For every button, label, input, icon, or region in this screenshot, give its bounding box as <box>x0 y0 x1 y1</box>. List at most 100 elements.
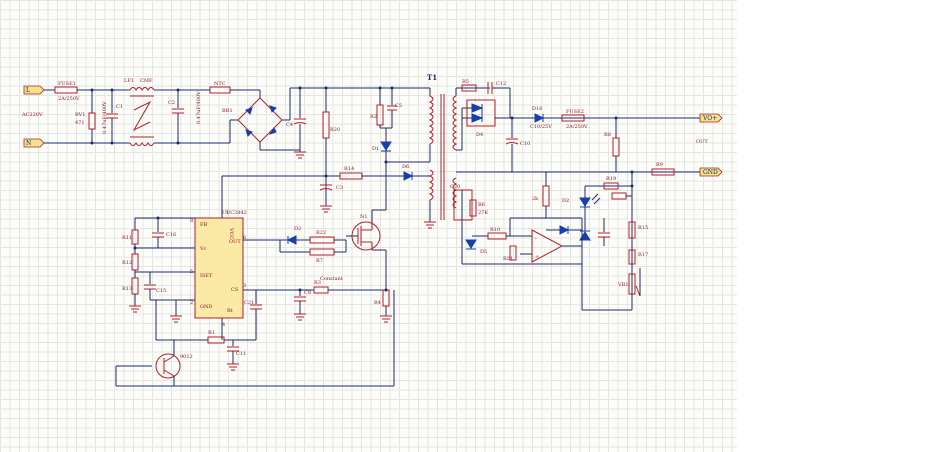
label-rtc: 2k <box>532 196 539 202</box>
label-r3: R3 <box>314 280 321 286</box>
label-r14: R14 <box>344 166 354 172</box>
label-c2-val: 0.47uF/400V <box>196 91 202 124</box>
label-c5: C5 <box>395 103 402 109</box>
pin-4: 4 <box>222 322 225 328</box>
label-fuse2: FUSE2 <box>566 109 584 115</box>
label-r19: R19 <box>606 176 616 182</box>
ac-input-section: L N AC220V FUSE1 2A/250V RV1 471 C1 0.47… <box>21 78 260 148</box>
label-r15: R15 <box>638 225 648 231</box>
ground-symbol <box>294 151 306 159</box>
label-c15: C15 <box>156 288 166 294</box>
label-rv1-val: 471 <box>75 120 85 126</box>
pin-gnd-label: GND <box>200 304 212 310</box>
label-rv1: RV1 <box>75 112 85 118</box>
label-r3-val: Constant <box>320 276 343 282</box>
label-r1: R1 <box>208 330 215 336</box>
pin-cs-label: CS <box>231 287 239 293</box>
label-c10: C10 <box>520 141 530 147</box>
label-d2: D2 <box>294 226 301 232</box>
label-r17: R17 <box>638 252 648 258</box>
pin-2: 2 <box>190 300 193 306</box>
port-n <box>23 138 45 148</box>
label-q2: 9012 <box>180 354 193 360</box>
label-r8: R8 <box>604 132 611 138</box>
label-vr1: VR1 <box>617 282 629 288</box>
pin-rt-label: Rt <box>227 308 233 314</box>
transformer-t1: T1 <box>427 73 458 220</box>
label-c12: C12 <box>496 81 506 87</box>
label-ac-voltage: AC220V <box>21 112 43 118</box>
label-r13: R13 <box>122 286 132 292</box>
label-c20: C20 <box>450 184 460 190</box>
label-gnd-out: GND <box>703 169 718 176</box>
label-r5: R5 <box>462 79 469 85</box>
label-u1-name: UC3842 <box>226 210 247 216</box>
common-mode-choke <box>129 87 155 146</box>
svg-text:-: - <box>535 236 537 242</box>
label-r11: R11 <box>122 235 132 241</box>
label-c8: C8 <box>304 290 311 296</box>
optocoupler-led <box>579 193 601 241</box>
label-cmf: CMF <box>140 78 153 84</box>
pin-3: 3 <box>243 283 246 289</box>
label-d5: D5 <box>480 249 487 255</box>
label-r20: R20 <box>330 127 340 133</box>
label-c10-val: C10/25V <box>530 124 552 130</box>
label-c16: C16 <box>166 232 176 238</box>
label-q1: N1 <box>360 214 368 220</box>
ntc-symbol <box>209 86 231 94</box>
label-vo-plus: VO+ <box>702 115 717 122</box>
label-c11: C11 <box>236 351 246 357</box>
label-r6-val: 27K <box>478 210 488 216</box>
pin-vcc-label: VCC <box>228 227 234 239</box>
label-fuse1-val: 2A/250V <box>58 96 80 102</box>
label-r21: R21 <box>503 256 513 262</box>
label-r10: R10 <box>490 227 500 233</box>
label-br1: BR1 <box>222 108 233 114</box>
label-l: L <box>26 87 30 94</box>
label-r4: R4 <box>374 300 381 306</box>
label-t1: T1 <box>427 73 437 82</box>
label-r12: R12 <box>122 260 132 266</box>
label-r9: R9 <box>656 162 663 168</box>
label-r6: R6 <box>478 202 485 208</box>
label-n: N <box>26 140 31 147</box>
label-r7: R7 <box>316 258 323 264</box>
label-fuse1: FUSE1 <box>58 81 76 87</box>
port-vo-plus <box>699 113 723 123</box>
pwm-controller-ic: U1 UC3842 FB VCC Vc OUT ISET CS GND Rt 8… <box>190 210 247 328</box>
label-out: OUT <box>696 139 708 145</box>
pin-6: 6 <box>243 235 246 241</box>
label-c3: C3 <box>336 185 343 191</box>
label-opto: D2 <box>562 198 569 204</box>
fuse1-symbol <box>54 86 78 94</box>
label-r22: R22 <box>316 230 326 236</box>
varistor-rv1 <box>88 112 96 130</box>
label-c4: C4 <box>286 122 293 128</box>
port-gnd-out <box>699 167 723 177</box>
label-d16: D16 <box>532 106 542 112</box>
label-ntc: NTC <box>214 81 226 87</box>
port-l <box>23 85 45 95</box>
pin-8: 8 <box>190 218 193 224</box>
bridge-rectifier: BR1 <box>222 90 290 150</box>
label-lf1: LF1 <box>124 78 134 84</box>
pin-iset-label: ISET <box>200 273 213 279</box>
label-u1: U1 <box>222 210 229 216</box>
svg-text:+: + <box>535 254 539 260</box>
label-c1-val: 0.47uF/400V <box>102 101 108 134</box>
pin-fb-label: FB <box>200 222 207 228</box>
label-c21: C21 <box>244 300 254 306</box>
label-d1: D1 <box>372 146 379 152</box>
pin-vc-label: Vc <box>199 246 207 252</box>
opamp-u2: - + <box>531 229 564 263</box>
pin-out-label: OUT <box>229 239 241 245</box>
schematic-sheet <box>0 0 737 452</box>
transistor-q2 <box>155 353 181 379</box>
label-c1: C1 <box>116 104 123 110</box>
label-d6: D6 <box>402 164 409 170</box>
label-r2: R2 <box>370 114 377 120</box>
label-c2: C2 <box>168 100 175 106</box>
